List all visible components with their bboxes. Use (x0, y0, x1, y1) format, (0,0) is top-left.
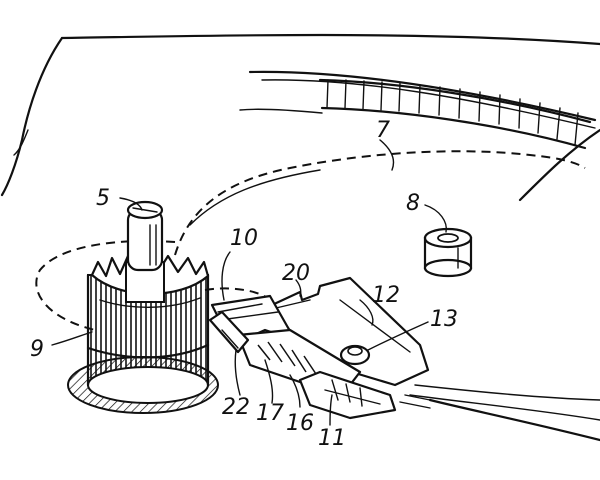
label-5: 5 (96, 186, 110, 211)
spindle-gear (67, 200, 219, 414)
base-plate (0, 33, 600, 442)
lever-assembly (208, 276, 431, 420)
label-9: 9 (30, 337, 44, 362)
label-11: 11 (318, 426, 346, 451)
leader-lines (51, 197, 447, 426)
label-12: 12 (372, 283, 400, 308)
label-13: 13 (430, 307, 458, 332)
label-16: 16 (286, 411, 314, 436)
label-8: 8 (406, 191, 420, 216)
label-7: 7 (376, 118, 390, 143)
label-17: 17 (256, 401, 284, 426)
scale-arc (239, 70, 597, 150)
reference-numerals: 5 7 8 9 10 11 12 13 16 17 20 22 (30, 118, 458, 451)
label-22: 22 (222, 395, 250, 420)
disc-7 (174, 139, 586, 256)
label-10: 10 (230, 226, 258, 251)
knob-8 (423, 227, 473, 278)
label-20: 20 (282, 261, 310, 286)
